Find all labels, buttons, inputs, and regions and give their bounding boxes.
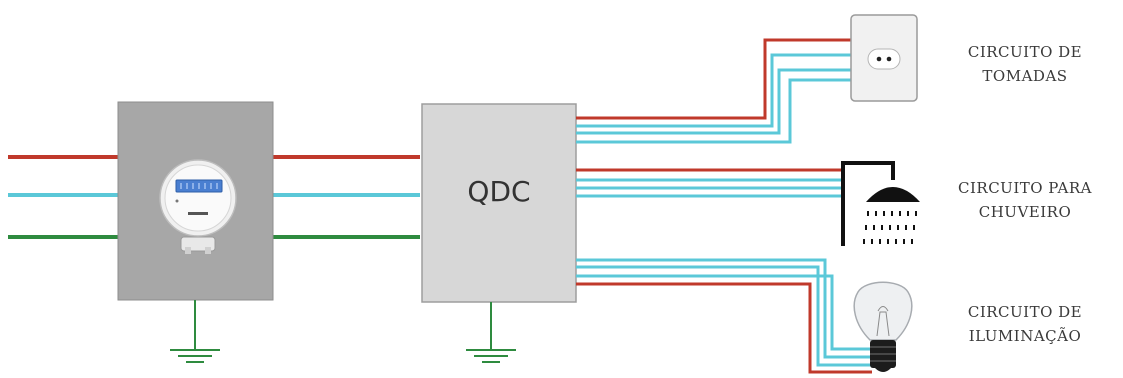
lighting-wire-1 xyxy=(576,258,872,359)
lighting-wire-2 xyxy=(576,265,872,367)
circuit-label-iluminacao: CIRCUITO DE ILUMINAÇÃO xyxy=(940,300,1110,348)
circuit-label-line1: CIRCUITO PARA xyxy=(958,179,1092,197)
circuit-label-line2: CHUVEIRO xyxy=(978,203,1072,221)
shower-icon xyxy=(841,161,920,246)
outlet-circuit-wires xyxy=(576,38,852,144)
outlet-wire-3 xyxy=(576,68,852,135)
shower-circuit-wires xyxy=(576,168,842,198)
circuit-label-line2: ILUMINAÇÃO xyxy=(968,327,1082,345)
electric-meter-icon xyxy=(159,159,237,254)
circuit-label-tomadas: CIRCUITO DE TOMADAS xyxy=(940,40,1110,88)
lighting-wire-3 xyxy=(576,274,872,351)
lighting-phase-wire xyxy=(576,282,872,374)
qdc-ground-symbol-icon xyxy=(466,302,516,363)
outlet-wire-4 xyxy=(576,78,852,144)
qdc-panel-box xyxy=(421,103,577,303)
wall-outlet-icon xyxy=(850,14,918,102)
meter-ground-symbol-icon xyxy=(170,300,220,363)
qdc-panel-label: QDC xyxy=(467,175,531,208)
outlet-phase-wire xyxy=(576,38,852,120)
lighting-circuit-wires xyxy=(576,258,872,374)
circuit-label-chuveiro: CIRCUITO PARA CHUVEIRO xyxy=(940,176,1110,224)
circuit-label-line2: TOMADAS xyxy=(982,67,1068,85)
outlet-wire-2 xyxy=(576,53,852,128)
circuit-label-line1: CIRCUITO DE xyxy=(967,303,1083,321)
circuit-label-line1: CIRCUITO DE xyxy=(967,43,1083,61)
light-bulb-icon xyxy=(853,281,913,372)
